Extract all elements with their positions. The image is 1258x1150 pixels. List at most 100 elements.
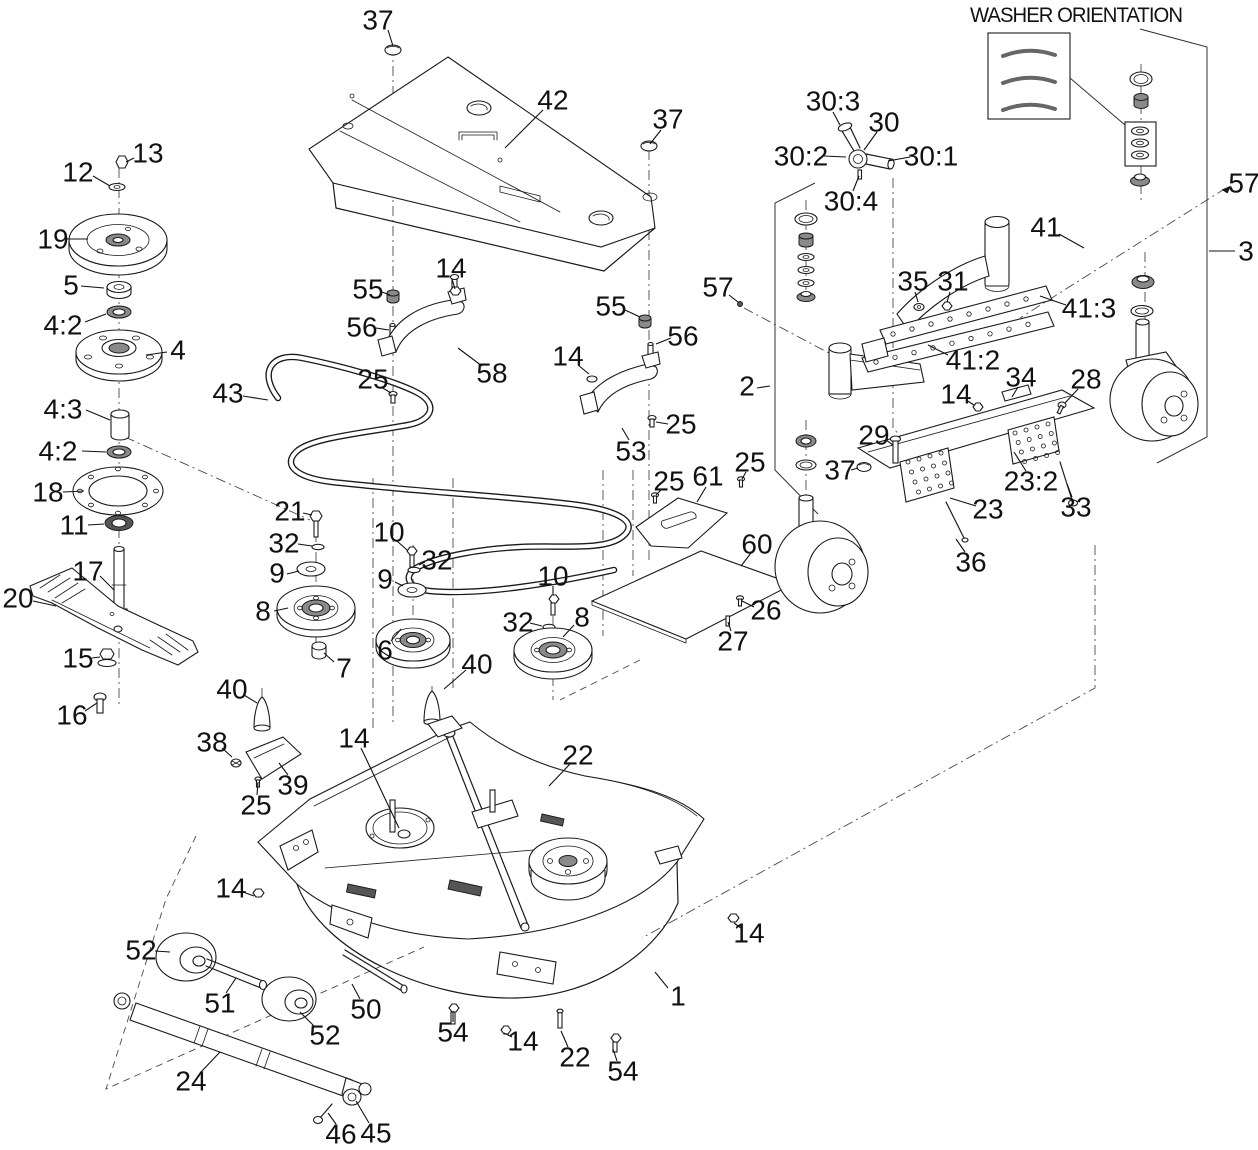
perforation-hole: [1037, 434, 1043, 439]
spacer-5: [106, 280, 132, 300]
leader-line-36: [955, 538, 966, 553]
part-label-14: 14: [507, 1026, 538, 1057]
perforation-hole: [905, 459, 911, 465]
leader-line-52: [154, 950, 171, 953]
part-label-4:3: 4:3: [44, 394, 83, 425]
washer-32-a: [311, 543, 325, 551]
bolt-46: [312, 1103, 333, 1125]
channel-23-drawing: [856, 384, 1096, 543]
leader-line-4:2: [81, 450, 107, 453]
part-label-5: 5: [63, 270, 79, 301]
pin-29: [889, 435, 902, 464]
grease-fitting-30-drawing: [837, 122, 895, 180]
leader-line-25: [655, 421, 669, 425]
bracket-53-drawing: [579, 301, 743, 428]
pulley-8-left: [276, 585, 356, 638]
part-label-22: 22: [562, 740, 593, 771]
screw-31: [941, 301, 953, 311]
deck-drawing: [252, 715, 740, 1053]
screw-25-right: [647, 414, 657, 428]
part-label-25: 25: [665, 409, 696, 440]
part-label-32: 32: [502, 607, 533, 638]
part-label-25: 25: [734, 447, 765, 478]
leader-line-6: [390, 628, 402, 642]
part-label-11: 11: [59, 510, 88, 541]
perforation-hole: [987, 331, 993, 337]
bracket-58-drawing: [377, 273, 467, 404]
perforation-hole: [1023, 427, 1029, 433]
part-label-54: 54: [437, 1017, 468, 1048]
part-label-12: 12: [62, 157, 93, 188]
leader-line-54: [612, 1048, 618, 1062]
part-label-57: 57: [702, 272, 733, 303]
part-label-25: 25: [240, 790, 271, 821]
part-label-30:4: 30:4: [824, 186, 879, 217]
leader-line-45: [355, 1100, 370, 1124]
rod-50: [342, 949, 408, 994]
part-label-37: 37: [824, 455, 855, 486]
perforation-hole: [1026, 437, 1032, 442]
leader-line-25: [741, 471, 747, 480]
spindle-hole: [365, 799, 435, 849]
part-label-35: 35: [897, 266, 928, 297]
leader-line-8: [562, 624, 575, 638]
part-label-40: 40: [216, 674, 247, 705]
perforation-hole: [985, 306, 991, 312]
leader-line-37: [850, 467, 859, 471]
leader-line-24: [200, 1051, 221, 1073]
leader-line-37: [649, 129, 662, 145]
perforation-hole: [1006, 326, 1012, 332]
part-label-3: 3: [1238, 236, 1254, 267]
screw-26: [735, 595, 745, 607]
leader-line-12: [92, 175, 111, 187]
part-label-14: 14: [552, 341, 583, 372]
nut-14-mid: [449, 286, 462, 296]
leader-line-57: [1221, 186, 1233, 191]
rod-36: [945, 501, 969, 543]
leader-line-11: [87, 523, 105, 526]
caster-arm-41-drawing: [861, 215, 1055, 373]
part-label-14: 14: [338, 723, 369, 754]
perforation-hole: [968, 335, 974, 342]
leader-line-37: [387, 29, 394, 47]
bracket-39-drawing: [230, 736, 302, 788]
leader-line-17: [99, 575, 115, 591]
part-label-27: 27: [717, 626, 748, 657]
cover-42: [308, 56, 656, 248]
part-label-22: 22: [559, 1042, 590, 1073]
leader-line-9: [286, 570, 300, 575]
leader-line-2: [756, 385, 771, 389]
part-label-56: 56: [667, 321, 698, 352]
part-label-32: 32: [268, 528, 299, 559]
leader-line-4:3: [85, 409, 111, 421]
leader-line-30:3: [832, 111, 841, 126]
decal: [345, 883, 377, 899]
perforation-hole: [1052, 440, 1057, 446]
part-label-8: 8: [255, 596, 271, 627]
housing-4: [75, 329, 163, 382]
leader-line-50: [351, 983, 361, 1000]
part-label-10: 10: [373, 517, 404, 548]
leader-line-14: [503, 1032, 513, 1038]
part-label-15: 15: [62, 643, 93, 674]
part-label-41: 41: [1030, 212, 1061, 243]
leader-line-55: [381, 291, 391, 296]
part-label-58: 58: [476, 358, 507, 389]
perforation-hole: [938, 483, 943, 489]
part-label-55: 55: [595, 291, 626, 322]
part-label-23:2: 23:2: [1004, 466, 1059, 497]
part-label-54: 54: [607, 1056, 638, 1087]
washer-12: [108, 182, 126, 192]
part-label-30:3: 30:3: [806, 86, 861, 117]
leader-line-30:4: [852, 175, 860, 192]
leader-line-15: [91, 656, 101, 659]
bearing-stack-2-lower: [795, 434, 817, 471]
decal: [447, 879, 483, 897]
belt-cover-drawing: [308, 44, 658, 272]
part-label-57: 57: [1228, 168, 1258, 199]
caster-right-drawing: [1109, 275, 1199, 442]
part-label-17: 17: [72, 556, 103, 587]
leader-line-31: [946, 291, 951, 303]
leader-line-18: [62, 490, 85, 493]
part-label-55: 55: [352, 274, 383, 305]
